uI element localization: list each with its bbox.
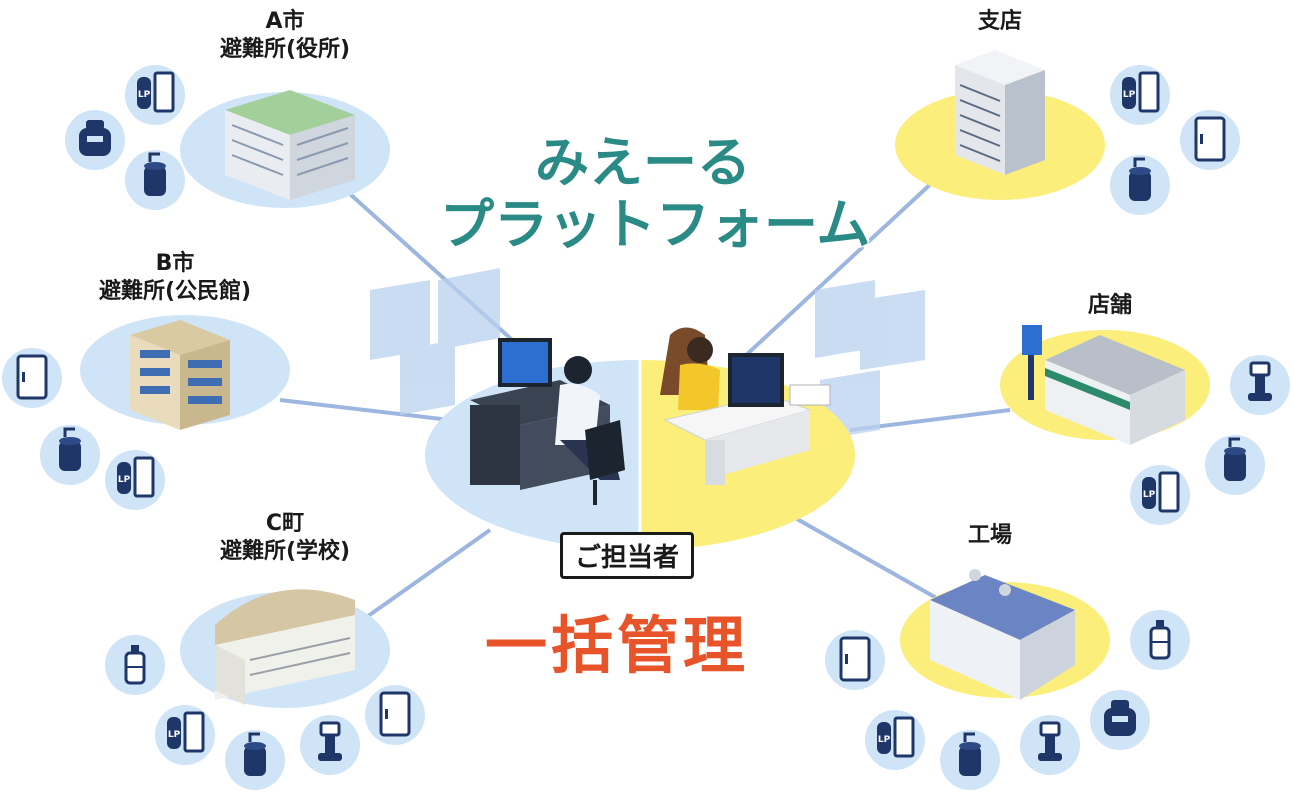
water-tank-icon bbox=[123, 148, 187, 212]
site-name: 店舗 bbox=[1087, 293, 1132, 318]
water-tank-icon bbox=[1203, 433, 1267, 497]
person-in-charge-label: ご担当者 bbox=[560, 532, 695, 579]
lp-gas-meter-icon bbox=[153, 703, 217, 767]
site-name: B市 bbox=[155, 251, 195, 276]
water-bottle-icon bbox=[1128, 608, 1192, 672]
site-subname: 避難所(学校) bbox=[219, 539, 351, 564]
building-b-city-hall bbox=[130, 320, 230, 430]
site-name: 工場 bbox=[967, 523, 1012, 548]
site-subname: 避難所(公民館) bbox=[98, 279, 252, 304]
building-c-town-school bbox=[215, 589, 355, 705]
site-label-b-city: B市 避難所(公民館) bbox=[70, 250, 280, 306]
site-label-store: 店舗 bbox=[1070, 292, 1150, 320]
lp-gas-meter-icon bbox=[123, 63, 187, 127]
building-store-shop bbox=[1022, 325, 1185, 445]
data-panels-right bbox=[815, 280, 925, 440]
centralized-management-label: 一括管理 bbox=[485, 609, 750, 682]
building-a-city-office bbox=[225, 90, 355, 200]
refrigerator-icon bbox=[1178, 108, 1242, 172]
operator-desk-left bbox=[470, 338, 625, 505]
pump-icon bbox=[1228, 353, 1292, 417]
water-tank-icon bbox=[938, 728, 1002, 792]
building-factory bbox=[930, 569, 1075, 700]
site-label-a-city: A市 避難所(役所) bbox=[190, 8, 380, 64]
device-robot-icon bbox=[65, 110, 125, 170]
site-subname: 避難所(役所) bbox=[219, 37, 351, 62]
pump-icon bbox=[298, 713, 362, 777]
site-name: A市 bbox=[265, 9, 305, 34]
site-name: 支店 bbox=[977, 9, 1022, 34]
platform-title-line1: みえーる bbox=[535, 131, 751, 194]
water-tank-icon bbox=[38, 423, 102, 487]
site-name: C町 bbox=[265, 511, 305, 536]
refrigerator-icon bbox=[363, 683, 427, 747]
site-label-branch: 支店 bbox=[960, 8, 1040, 36]
building-branch-tower bbox=[955, 50, 1045, 175]
data-panels-left bbox=[370, 268, 500, 415]
pump-icon bbox=[1018, 713, 1082, 777]
platform-title-line2: プラットフォーム bbox=[440, 193, 871, 256]
water-bottle-icon bbox=[103, 633, 167, 697]
lp-gas-meter-icon bbox=[103, 448, 167, 512]
lp-gas-meter-icon bbox=[1108, 63, 1172, 127]
water-tank-icon bbox=[1108, 153, 1172, 217]
site-label-factory: 工場 bbox=[950, 522, 1030, 550]
device-robot-icon bbox=[1090, 690, 1150, 750]
water-tank-icon bbox=[223, 728, 287, 792]
refrigerator-icon bbox=[823, 628, 887, 692]
site-label-c-town: C町 避難所(学校) bbox=[185, 510, 385, 566]
operator-desk-right bbox=[660, 327, 831, 485]
refrigerator-icon bbox=[0, 346, 64, 410]
lp-gas-meter-icon bbox=[863, 708, 927, 772]
lp-gas-meter-icon bbox=[1128, 463, 1192, 527]
